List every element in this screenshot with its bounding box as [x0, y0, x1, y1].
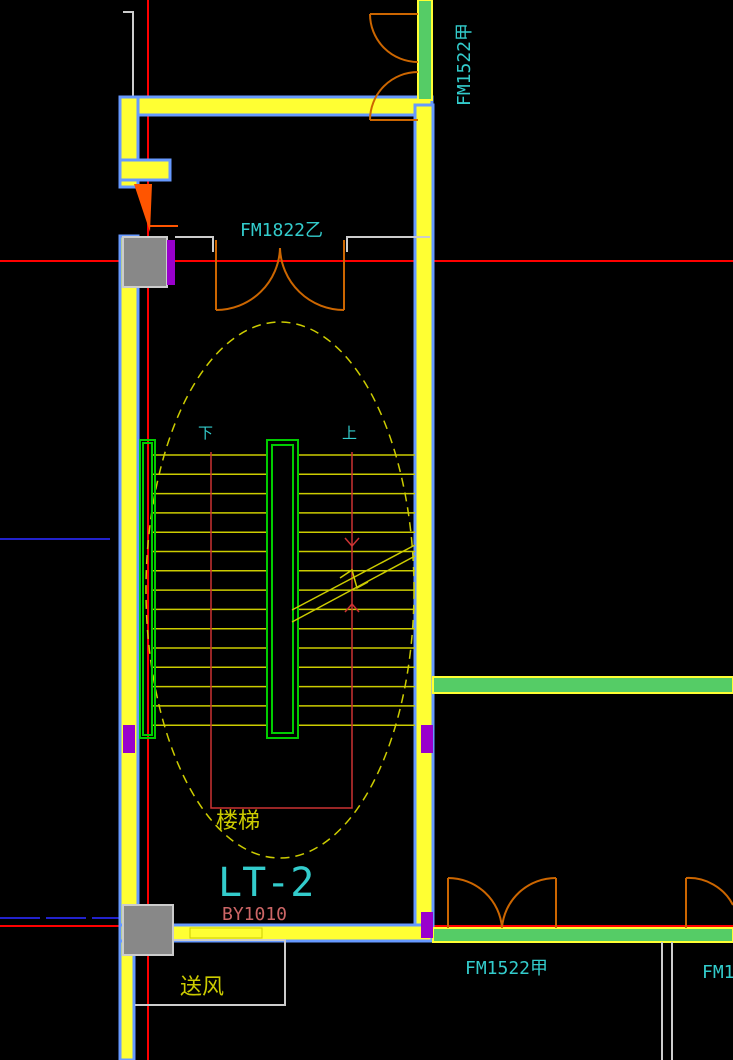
double-door-bottom-right-partial — [685, 876, 733, 928]
double-door-top-right — [369, 13, 419, 121]
air-supply-grille — [189, 927, 263, 939]
door-frame-left — [175, 236, 214, 252]
green-partition-right — [432, 676, 733, 694]
air-supply-label: 送风 — [180, 975, 224, 1000]
marker — [421, 725, 433, 753]
double-door-fm1822 — [215, 240, 345, 311]
column-top-left — [122, 236, 168, 288]
marker — [167, 240, 175, 285]
upper-duct-outline — [123, 11, 134, 97]
handrail-center — [266, 439, 299, 739]
bottom-white-lines — [135, 939, 673, 1060]
stair-treads — [152, 454, 415, 726]
marker — [123, 725, 135, 753]
door-frame-right — [346, 236, 430, 252]
door-label-fm1822: FM1822乙 — [240, 220, 323, 241]
wall-top — [118, 95, 434, 117]
up-mark: 上 — [342, 424, 357, 442]
wall-right — [413, 103, 435, 937]
stair-room-name: 楼梯 — [216, 809, 260, 834]
handrail-left — [139, 439, 156, 739]
stair-walking-line — [210, 452, 360, 809]
vent-code: BY1010 — [222, 904, 287, 925]
wall-step — [118, 158, 172, 182]
door-label-bottom: FM1522甲 — [465, 958, 548, 979]
door-label-top-right: FM1522甲 — [454, 23, 475, 106]
wall-left — [118, 234, 140, 938]
green-partition-top — [417, 0, 433, 101]
fire-valve-marker — [134, 184, 152, 232]
stair-break-line — [291, 544, 416, 623]
down-mark: 下 — [198, 424, 213, 442]
marker — [421, 912, 433, 938]
double-door-bottom — [447, 876, 557, 929]
green-partition-bottom — [432, 927, 733, 943]
stair-code: LT-2 — [218, 860, 314, 906]
column-bottom-left — [122, 904, 174, 956]
door-label-bottom-right: FM1 — [702, 962, 733, 983]
